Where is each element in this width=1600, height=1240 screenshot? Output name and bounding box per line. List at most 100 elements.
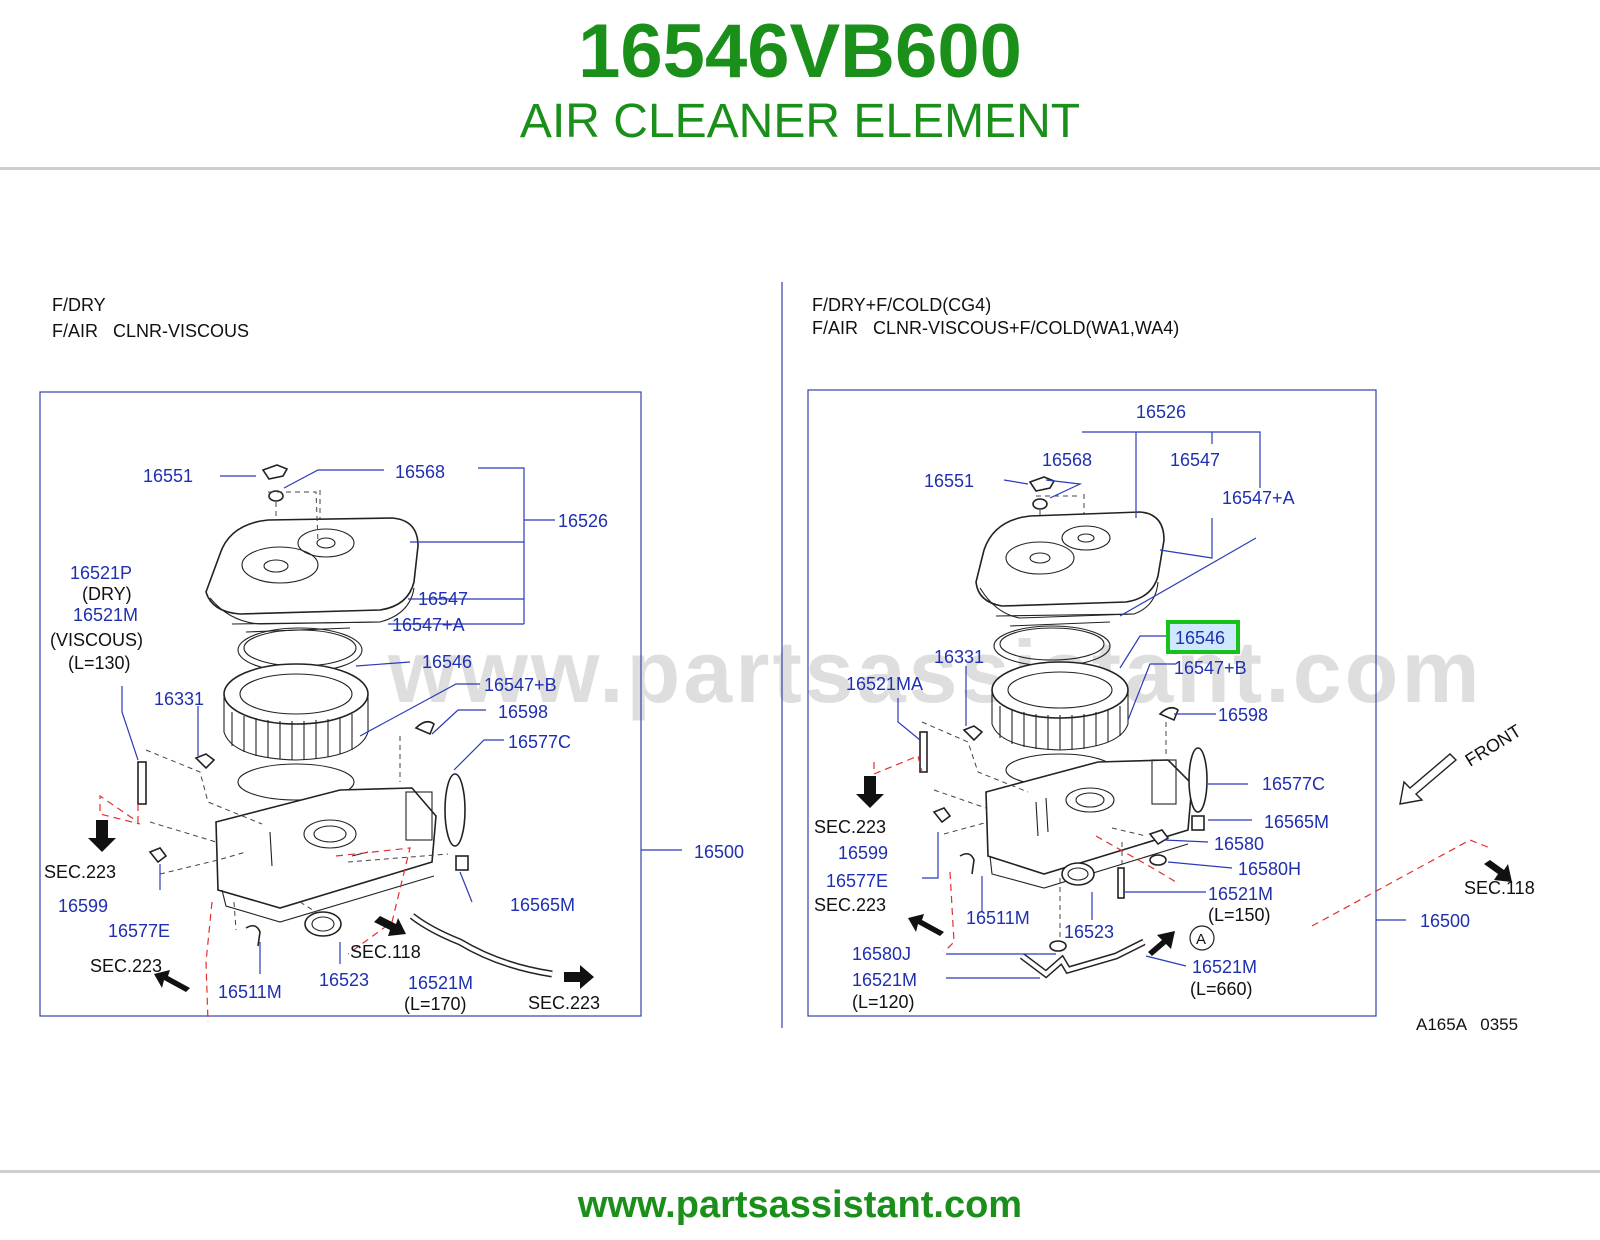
label-16577e: 16577E [108,921,170,941]
label-front: FRONT [1462,721,1525,771]
label-16523: 16523 [1064,922,1114,942]
label-16580h: 16580H [1238,859,1301,879]
part-number: 16546VB600 [578,9,1022,94]
air-cleaner-housing [985,759,1193,875]
label-circle-a: A [1196,931,1206,948]
label-l150: (L=150) [1208,905,1271,925]
right-arrows [856,776,1512,956]
label-l120: (L=120) [852,992,915,1012]
label-16577c: 16577C [508,732,571,752]
pad-icon [455,855,469,871]
label-16599: 16599 [838,843,888,863]
label-sec223: SEC.223 [528,993,600,1013]
arrow-down-icon [856,776,884,808]
filter-element [991,661,1129,719]
hose-16511m [959,852,975,875]
washer-icon [268,490,284,502]
label-16546-highlighted: 16546 [1175,628,1225,648]
label-sec118: SEC.118 [1464,878,1535,898]
label-sec223: SEC.223 [90,956,162,976]
left-arrows [88,820,594,992]
arrow-right-icon [564,965,594,989]
label-16568: 16568 [1042,450,1092,470]
left-heading-1: F/DRY [52,295,106,315]
label-16526: 16526 [558,511,608,531]
header: 16546VB600 AIR CLEANER ELEMENT [0,0,1600,168]
hose-16511m [245,924,261,947]
highlight-16546-box [1166,620,1240,654]
bracket-icon [962,725,984,742]
left-heading-2: F/AIR CLNR-VISCOUS [52,321,249,341]
arrow-right-icon [374,916,406,936]
tube-16521p [137,761,147,805]
label-16565m: 16565M [1264,812,1329,832]
label-16580: 16580 [1214,834,1264,854]
label-16547b: 16547+B [484,675,557,695]
wing-nut-icon [1028,476,1056,492]
fitting-icon [932,807,952,824]
left-frame [39,391,642,1017]
label-dry: (DRY) [82,584,132,604]
label-16547: 16547 [1170,450,1220,470]
arrow-down-icon [88,820,116,852]
tube-16521m-l150 [1117,867,1125,899]
arrow-left-icon [908,914,944,936]
connector-16580 [1148,829,1170,846]
air-cleaner-cover [205,517,419,615]
label-16551: 16551 [924,471,974,491]
label-16599: 16599 [58,896,108,916]
label-16551: 16551 [143,466,193,486]
label-16521m-b: 16521M [852,970,917,990]
label-16511m: 16511M [218,982,282,1002]
watermark: www.partsassistant.com [387,622,1483,721]
wing-nut-icon [261,464,289,480]
bracket-icon [194,753,216,770]
label-16598: 16598 [1218,705,1268,725]
label-16331: 16331 [934,647,984,667]
hose-l170 [409,913,553,978]
footer-url[interactable]: www.partsassistant.com [577,1184,1023,1226]
label-l170: (L=170) [404,994,467,1014]
label-16547a: 16547+A [392,615,465,635]
arrow-right-icon [1484,860,1512,882]
right-panel: F/DRY+F/COLD(CG4) F/AIR CLNR-VISCOUS+F/C… [807,295,1535,1034]
filter-element [223,663,369,725]
pad-icon [1191,815,1205,831]
parts-diagram: www.partsassistant.com F/DRY F/AIR CLNR-… [39,282,1535,1034]
tube-16521ma [919,731,928,773]
label-16577e: 16577E [826,871,888,891]
fitting-16580j [1049,940,1067,952]
part-name: AIR CLEANER ELEMENT [519,95,1081,148]
label-16580j: 16580J [852,944,911,964]
label-16331: 16331 [154,689,204,709]
top-divider [0,167,1600,170]
reference-circle-a [1189,925,1215,951]
front-arrow-icon [1399,753,1458,805]
air-cleaner-cover [975,511,1165,607]
label-16521m-c: 16521M [1192,957,1257,977]
label-16565m: 16565M [510,895,575,915]
left-assembly-drawing [99,464,682,1023]
clip-icon [414,720,435,736]
label-16521m-b: 16521M [408,973,473,993]
arrow-up-right-icon [1148,931,1175,956]
label-sec223: SEC.223 [814,895,886,915]
front-arrow: FRONT [1399,721,1525,805]
intake-disc [1188,747,1208,813]
label-16546: 16546 [422,652,472,672]
label-16500: 16500 [694,842,744,862]
label-16568: 16568 [395,462,445,482]
label-16526: 16526 [1136,402,1186,422]
left-panel: F/DRY F/AIR CLNR-VISCOUS [39,295,744,1023]
label-16511m: 16511M [966,908,1030,928]
right-frame [807,389,1377,1017]
label-16523: 16523 [319,970,369,990]
arrow-left-icon [154,970,190,992]
label-16598: 16598 [498,702,548,722]
label-sec223: SEC.223 [44,862,116,882]
label-16521m: 16521M [73,605,138,625]
bottom-divider [0,1170,1600,1173]
fitting-icon [148,847,168,864]
label-16500: 16500 [1420,911,1470,931]
grommet-16580h [1149,854,1167,866]
